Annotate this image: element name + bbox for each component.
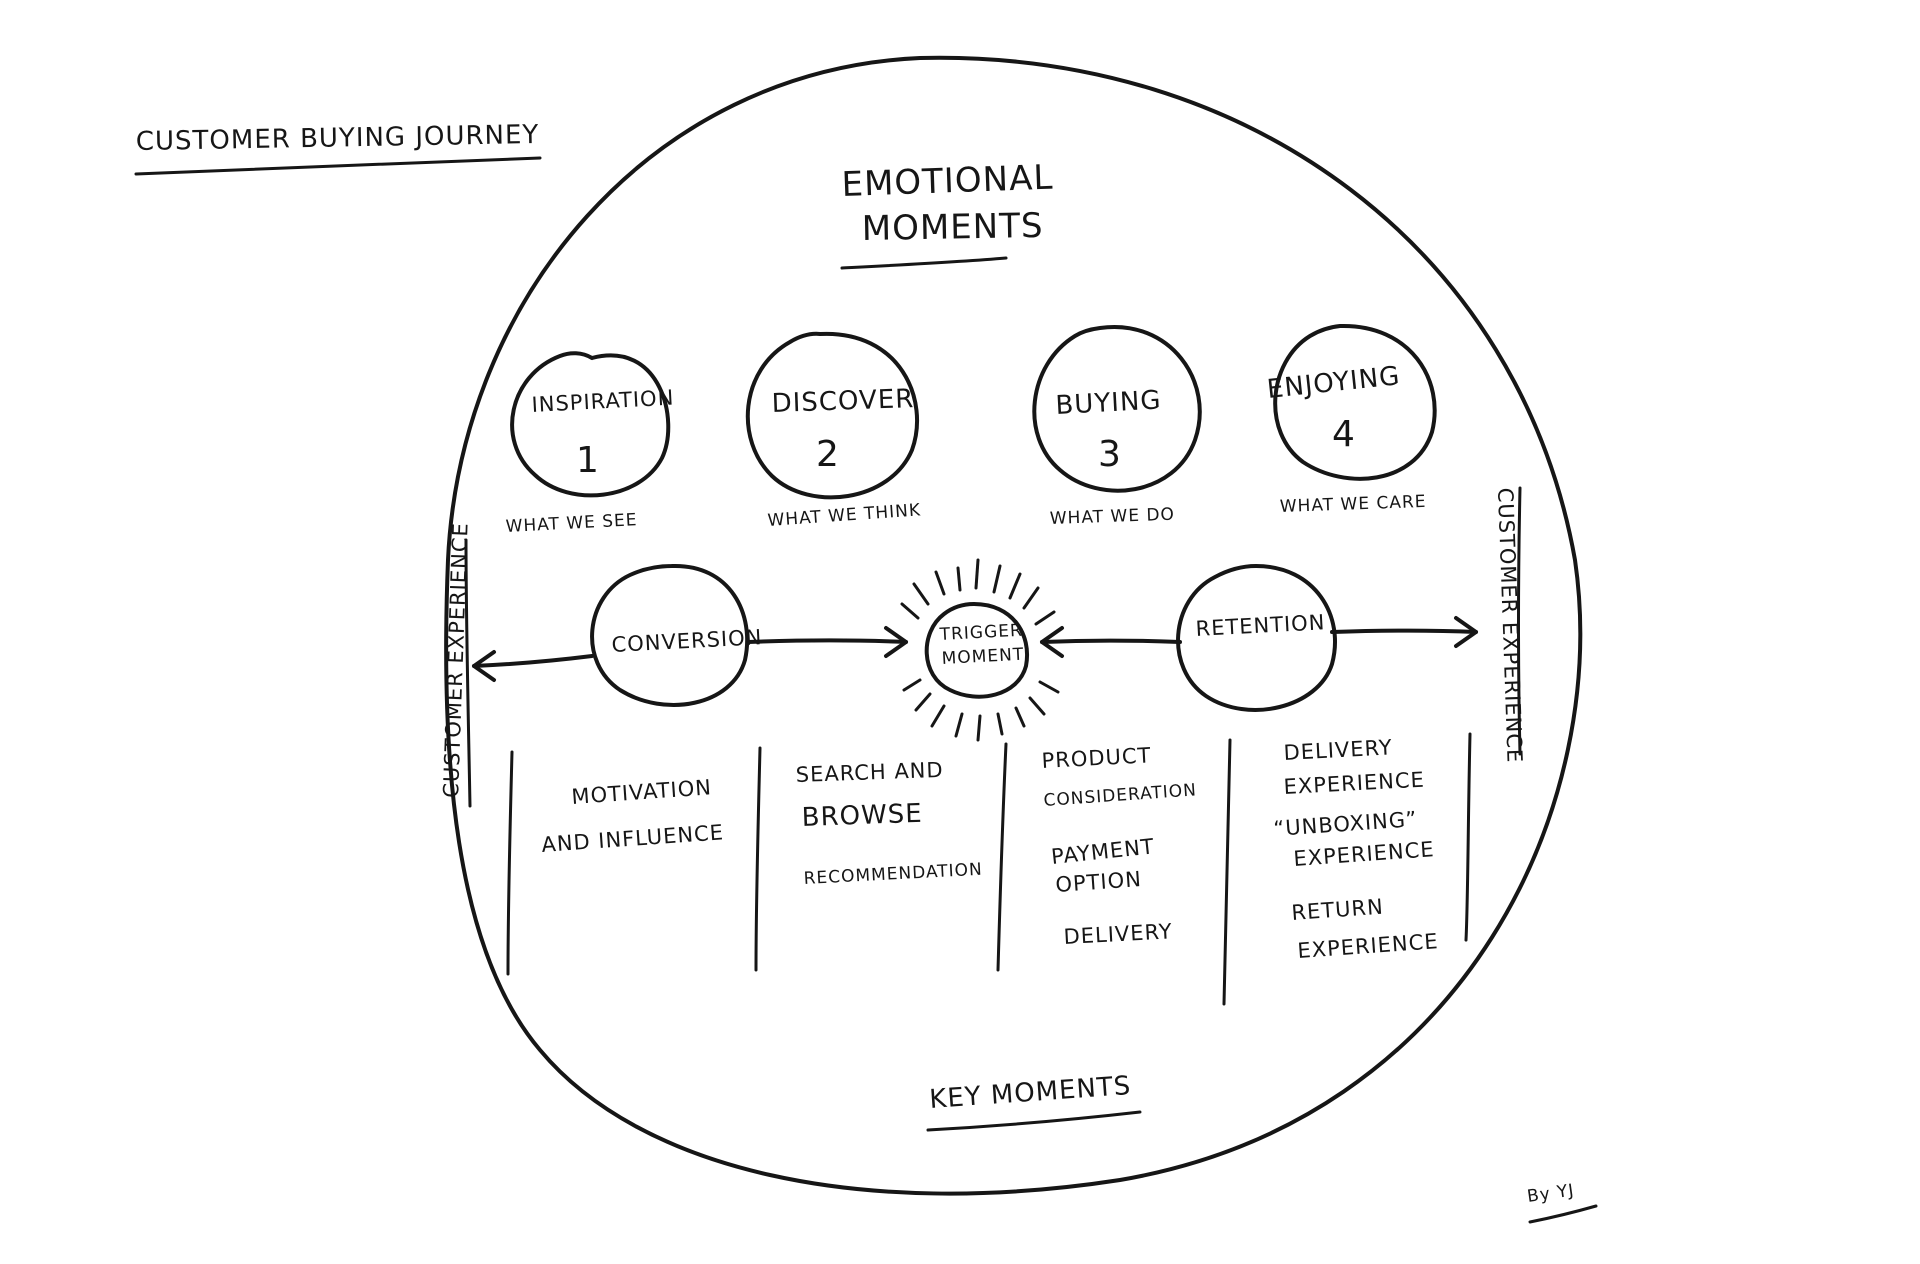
column-item-line2: EXPERIENCE (1283, 768, 1425, 799)
column-item-line1: MOTIVATION (571, 775, 713, 809)
column-dividers (506, 732, 1472, 1006)
retention-to-trigger-line (1040, 638, 1182, 644)
stage-enjoying: ENJOYING 4 WHAT WE CARE (1266, 323, 1437, 517)
side-label-left-line (464, 538, 472, 808)
trigger-circle (924, 602, 1029, 699)
emotional-moments-line1: EMOTIONAL (841, 158, 1054, 205)
stage-circle (510, 351, 671, 498)
signature-underline (1528, 1204, 1598, 1224)
sketch-title: CUSTOMER BUYING JOURNEY (136, 120, 540, 157)
side-label-right: CUSTOMER EXPERIENCE (1493, 487, 1527, 763)
column-item-line1: PAYMENT (1050, 834, 1156, 869)
conversion-circle (590, 563, 750, 707)
stage-caption: WHAT WE CARE (1279, 492, 1426, 517)
column-item-line1: RETURN (1291, 895, 1385, 925)
left-arrow-head (472, 650, 496, 682)
stage-number: 1 (576, 440, 600, 481)
stage-number: 4 (1332, 414, 1356, 455)
retention-circle (1176, 564, 1337, 712)
right-arrow-head (1454, 616, 1478, 648)
trigger-rays (900, 558, 1060, 742)
column-item-line1: DELIVERY (1283, 735, 1393, 765)
conversion-node: CONVERSION (590, 563, 763, 707)
column-item-line2: AND INFLUENCE (541, 820, 725, 857)
stage-caption: WHAT WE THINK (767, 500, 922, 531)
trigger-moment-node: TRIGGER MOMENT (900, 558, 1060, 742)
stage-name: ENJOYING (1266, 361, 1402, 405)
left-arrow-line (472, 654, 594, 668)
retention-to-trigger-head (1040, 626, 1064, 658)
stage-inspiration: INSPIRATION 1 WHAT WE SEE (505, 351, 675, 537)
conversion-label: CONVERSION (611, 625, 763, 657)
column-motivation: MOTIVATION AND INFLUENCE (541, 775, 725, 857)
column-item-line1: PRODUCT (1041, 743, 1152, 773)
column-delivery: DELIVERY EXPERIENCE “UNBOXING” EXPERIENC… (1273, 735, 1440, 963)
stage-caption: WHAT WE DO (1049, 505, 1175, 529)
stage-caption: WHAT WE SEE (505, 510, 638, 537)
stage-circle (1032, 324, 1202, 493)
stage-number: 3 (1098, 434, 1122, 475)
key-moments-underline (926, 1110, 1142, 1132)
stage-circle (1273, 323, 1437, 481)
column-product: PRODUCT CONSIDERATION PAYMENT OPTION DEL… (1041, 743, 1198, 949)
conversion-to-trigger-head (884, 626, 908, 658)
column-item-line1: DELIVERY (1063, 919, 1173, 949)
retention-label: RETENTION (1195, 610, 1326, 641)
column-item-line2: OPTION (1055, 867, 1143, 897)
stage-name: INSPIRATION (531, 386, 675, 417)
column-item-line1: “UNBOXING” (1273, 807, 1418, 841)
trigger-label-line1: TRIGGER (938, 621, 1023, 645)
stage-name: BUYING (1055, 385, 1162, 421)
column-item-line2: CONSIDERATION (1043, 780, 1198, 811)
column-item-line1: RECOMMENDATION (803, 860, 983, 889)
stage-discover: DISCOVER 2 WHAT WE THINK (745, 331, 922, 531)
stage-buying: BUYING 3 WHAT WE DO (1032, 324, 1202, 529)
column-item-line2: BROWSE (801, 799, 923, 833)
column-item-line2: EXPERIENCE (1293, 837, 1436, 871)
column-item-line1: SEARCH AND (795, 758, 944, 787)
stage-name: DISCOVER (771, 384, 915, 419)
outer-circle (444, 55, 1583, 1196)
stage-circle (745, 331, 920, 500)
flow-arrows (472, 616, 1478, 682)
stage-number: 2 (816, 434, 840, 475)
key-moments-label: KEY MOMENTS (928, 1071, 1132, 1115)
emotional-moments-underline (840, 256, 1008, 270)
signature: By YJ (1526, 1181, 1576, 1207)
retention-node: RETENTION (1176, 564, 1337, 712)
side-label-right-line (1517, 486, 1522, 756)
column-item-line2: EXPERIENCE (1297, 929, 1440, 963)
emotional-moments-line2: MOMENTS (861, 206, 1043, 249)
column-search: SEARCH AND BROWSE RECOMMENDATION (795, 758, 983, 889)
trigger-label-line2: MOMENT (941, 645, 1024, 669)
title-underline (134, 156, 542, 176)
conversion-to-trigger-line (746, 638, 908, 644)
right-arrow-line (1330, 628, 1478, 634)
